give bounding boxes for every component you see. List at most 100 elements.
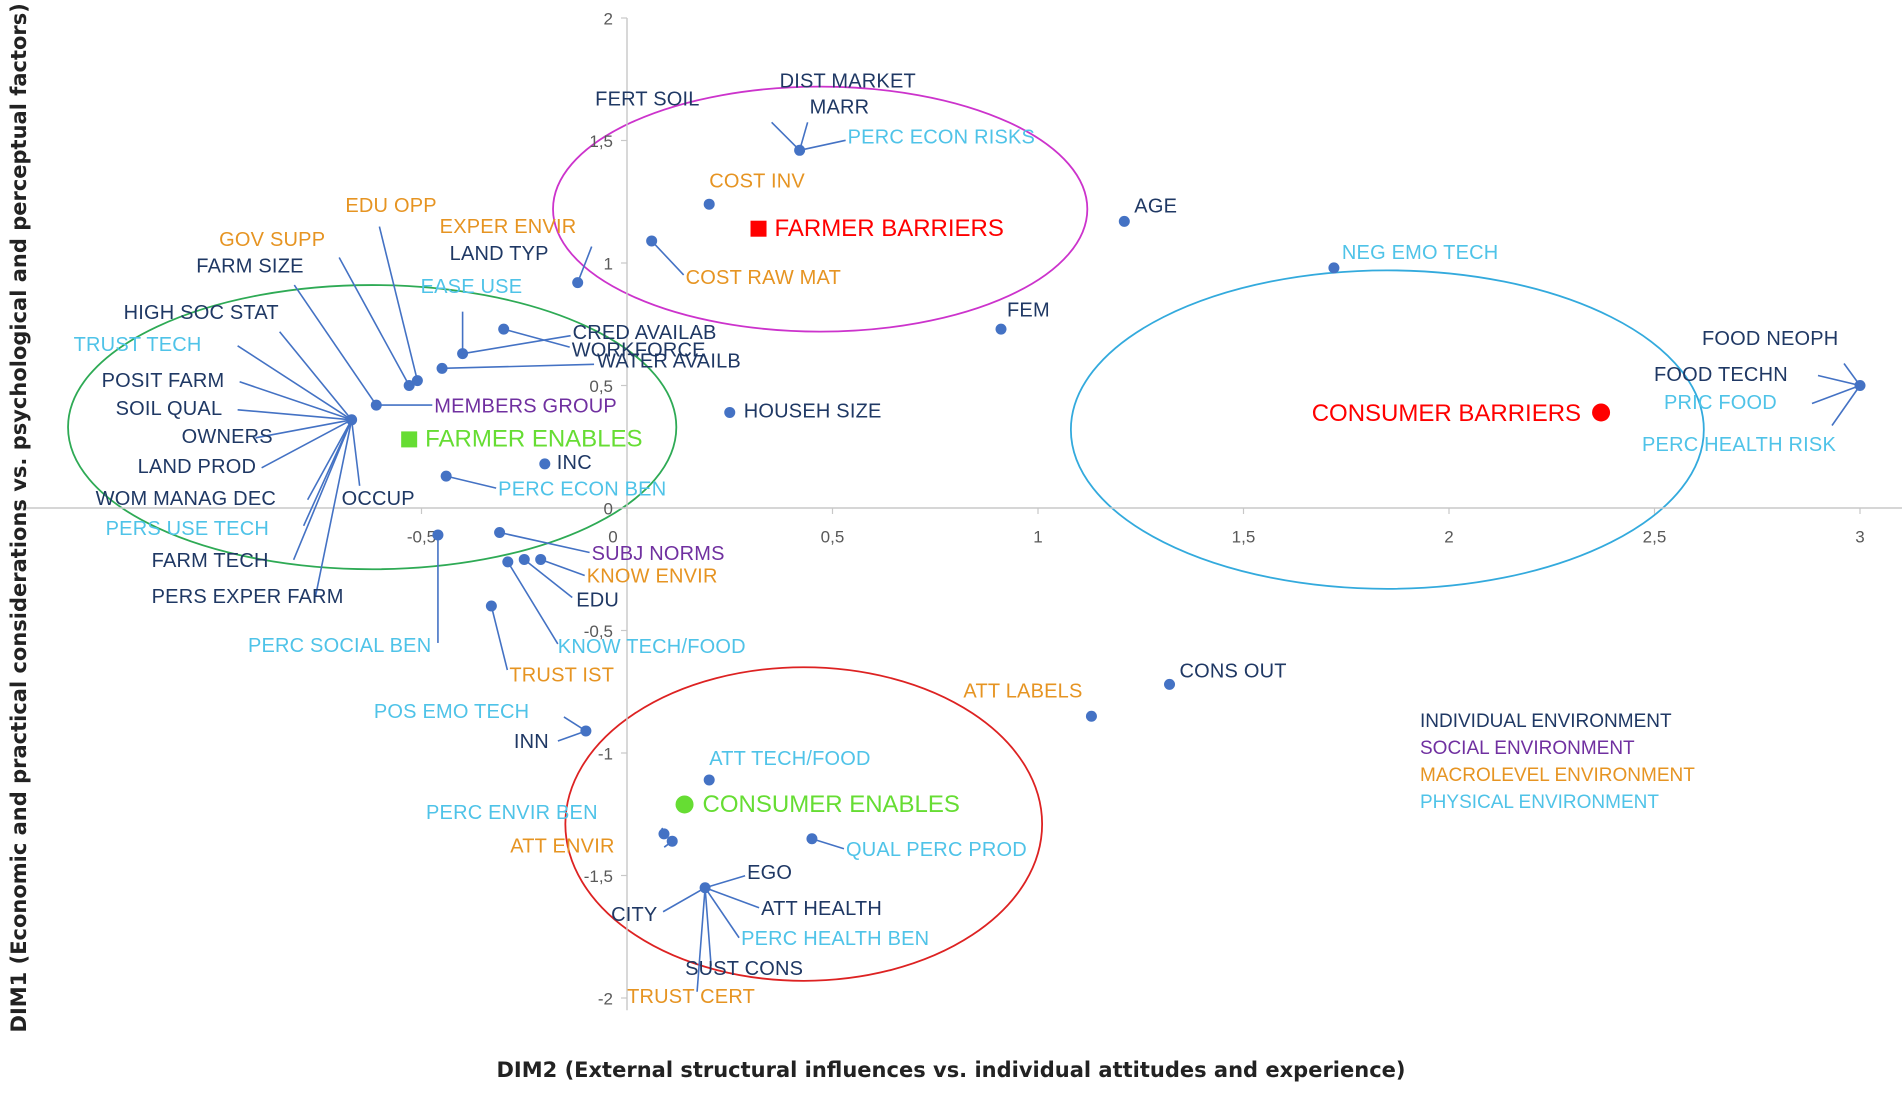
x-tick-label: 2,5 [1643,527,1667,546]
centroid-label: FARMER ENABLES [425,426,642,453]
data-point [699,882,711,894]
centroid-label: FARMER BARRIERS [775,215,1004,242]
leader-line [462,334,571,355]
leader-line [704,887,740,939]
data-point [535,553,547,565]
leader-line [503,328,570,348]
centroid-label: CONSUMER ENABLES [703,791,960,818]
data-point [572,277,584,289]
point-label: NEG EMO TECH [1342,242,1499,264]
centroid-marker [750,220,767,237]
data-point [518,553,530,565]
point-label: EDU OPP [345,195,436,217]
leader-line [314,419,353,596]
data-point [666,835,678,847]
y-tick-label: 1 [604,254,613,273]
point-label: ATT HEALTH [761,898,882,920]
x-tick-label: 0 [608,527,617,546]
leader-line [1817,374,1861,387]
data-point [703,774,715,786]
point-label: INC [557,452,592,474]
x-tick-label: 2 [1444,527,1453,546]
leader-line [350,419,361,486]
point-label: EASE USE [421,276,523,298]
legend-entry: SOCIAL ENVIRONMENT [1420,738,1635,759]
x-tick-label: 1,5 [1232,527,1256,546]
leader-line [704,887,712,966]
data-point [724,406,736,418]
x-tick-label: 1 [1033,527,1042,546]
y-tick-label: 0,5 [589,377,613,396]
point-label: OWNERS [182,426,273,448]
point-label: CITY [611,904,657,926]
data-point [806,833,818,845]
point-label: INN [514,731,549,753]
point-label: LAND PROD [138,456,257,478]
data-point [485,600,497,612]
data-point [995,323,1007,335]
leader-line [237,345,353,421]
point-label: KNOW ENVIR [587,566,718,588]
point-label: PERC ECON RISKS [848,127,1035,149]
leader-line [704,886,760,909]
point-label: MARR [810,97,870,119]
data-point [440,470,452,482]
leader-line [540,558,585,577]
point-label: PERC HEALTH RISK [1642,434,1836,456]
centroid-marker [401,431,418,448]
point-label: EGO [747,862,792,884]
leader-line [507,561,559,645]
point-label: TRUST TECH [74,334,202,356]
point-label: HOUSEH SIZE [744,401,882,423]
data-point [403,380,415,391]
point-label: FERT SOIL [595,89,699,111]
legend-entry: PHYSICAL ENVIRONMENT [1420,792,1659,813]
y-tick-label: -0,5 [584,622,613,641]
y-tick-label: -1,5 [584,867,613,886]
y-tick-label: 2 [604,9,613,28]
leader-line [255,419,352,439]
point-label: PERC SOCIAL BEN [248,635,431,657]
point-label: EXPER ENVIR [440,216,577,238]
data-point [703,198,715,210]
leader-line [662,887,706,913]
x-tick-label: 0,5 [821,527,845,546]
leader-line [704,874,746,889]
leader-line [799,139,846,152]
leader-line [651,240,685,276]
data-point [539,458,551,470]
leader-line [771,121,801,151]
cluster-ellipse-3 [1069,269,1705,590]
point-label: PERC ENVIR BEN [426,802,598,824]
leader-line [696,887,706,992]
data-point [346,414,358,426]
point-label: FOOD TECHN [1654,364,1788,386]
point-label: WORKFORCE [572,339,706,361]
y-tick-label: 1,5 [589,132,613,151]
y-tick-label: -1 [598,744,613,763]
data-point [1085,710,1097,722]
point-label: ATT ENVIR [510,835,614,857]
x-axis-title: DIM2 (External structural influences vs.… [496,1058,1406,1082]
data-point [1328,262,1340,274]
point-label: SOIL QUAL [116,398,223,420]
point-label: MEMBERS GROUP [434,395,617,417]
point-label: FARM TECH [152,550,269,572]
leader-line [292,419,353,561]
data-point [658,828,670,840]
point-label: WATER AVAILB [597,351,741,373]
point-label: ATT LABELS [963,681,1082,703]
x-tick-label: -0,5 [407,527,436,546]
leader-line [442,363,595,370]
point-label: WOM MANAG DEC [96,488,276,510]
point-label: TRUST CERT [627,986,755,1008]
point-label: COST RAW MAT [686,267,841,289]
point-label: GOV SUPP [219,229,325,251]
point-label: SUBJ NORMS [592,543,725,565]
point-label: PERC HEALTH BEN [741,928,929,950]
point-label: EDU [576,590,619,612]
data-point [370,399,382,411]
centroid-marker [675,795,694,814]
data-point [1118,215,1130,227]
legend-entry: MACROLEVEL ENVIRONMENT [1420,765,1695,786]
